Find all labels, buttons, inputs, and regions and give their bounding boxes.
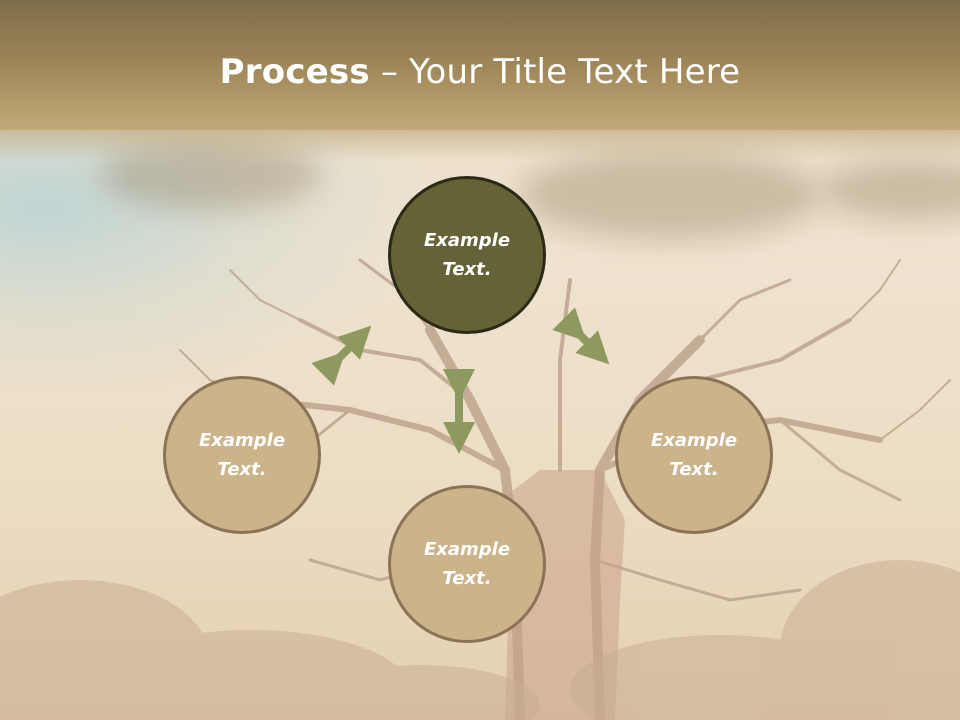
slide-title: Process – Your Title Text Here <box>0 52 960 92</box>
process-node-left: Example Text. <box>163 376 321 534</box>
arrow-top-right <box>552 307 610 365</box>
process-node-right: Example Text. <box>615 376 773 534</box>
cloud-shape <box>820 160 960 220</box>
title-rest-text: Your Title Text Here <box>409 52 741 92</box>
title-bold-word: Process <box>219 52 370 92</box>
node-label: Example Text. <box>198 430 286 480</box>
header-band <box>0 0 960 130</box>
title-separator: – <box>369 52 410 92</box>
process-node-bottom: Example Text. <box>388 485 546 643</box>
cloud-shape <box>520 150 820 240</box>
process-node-top: Example Text. <box>388 176 546 334</box>
arrow-top-left <box>311 325 372 386</box>
header-band-fade <box>0 120 960 160</box>
node-label: Example Text. <box>423 230 511 280</box>
node-label: Example Text. <box>423 539 511 589</box>
node-label: Example Text. <box>650 430 738 480</box>
